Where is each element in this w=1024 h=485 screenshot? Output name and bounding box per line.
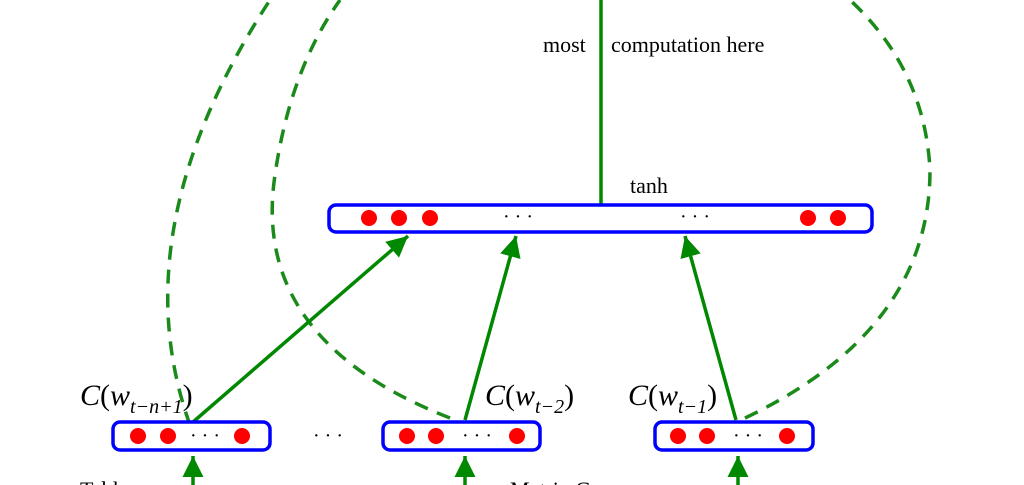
- dashed-curve-right: [744, 0, 932, 420]
- top-label-most: most: [543, 32, 586, 57]
- bottom-label-middle: Matrix C: [510, 477, 590, 485]
- input-unit: [509, 428, 525, 444]
- bottom-label-left: Tabl: [80, 477, 119, 485]
- input-unit: [130, 428, 146, 444]
- input-ellipsis-1: · · ·: [190, 425, 220, 447]
- input-unit: [160, 428, 176, 444]
- input-unit: [399, 428, 415, 444]
- input-unit: [670, 428, 686, 444]
- input-unit: [779, 428, 795, 444]
- input-box-3: [653, 420, 815, 452]
- input-ellipsis-2: · · ·: [462, 425, 492, 447]
- dashed-curve-left-outer: [165, 0, 272, 426]
- input-label-1: C(wt−n+1): [80, 379, 193, 418]
- input-label-3: C(wt−1): [628, 379, 717, 418]
- input-arrow-2: [463, 235, 521, 421]
- hidden-unit: [422, 210, 438, 226]
- input-unit: [428, 428, 444, 444]
- input-ellipsis-3: · · ·: [733, 425, 763, 447]
- between-ellipsis: · · ·: [313, 425, 343, 447]
- dashed-curve-left-inner: [270, 0, 451, 420]
- input-label-2: C(wt−2): [485, 379, 574, 418]
- hidden-ellipsis-right: · · ·: [680, 206, 710, 228]
- input-box-2: [381, 420, 542, 452]
- hidden-unit: [800, 210, 816, 226]
- tanh-label: tanh: [630, 173, 668, 198]
- hidden-unit: [830, 210, 846, 226]
- input-box-1: [111, 420, 272, 452]
- hidden-layer-box: [327, 203, 874, 234]
- input-arrow-3: [680, 235, 738, 421]
- hidden-unit: [391, 210, 407, 226]
- input-arrow-1: [191, 234, 410, 424]
- hidden-unit: [361, 210, 377, 226]
- input-unit: [699, 428, 715, 444]
- input-unit: [234, 428, 250, 444]
- hidden-ellipsis-left: · · ·: [503, 206, 533, 228]
- top-label-computation: computation here: [611, 32, 764, 57]
